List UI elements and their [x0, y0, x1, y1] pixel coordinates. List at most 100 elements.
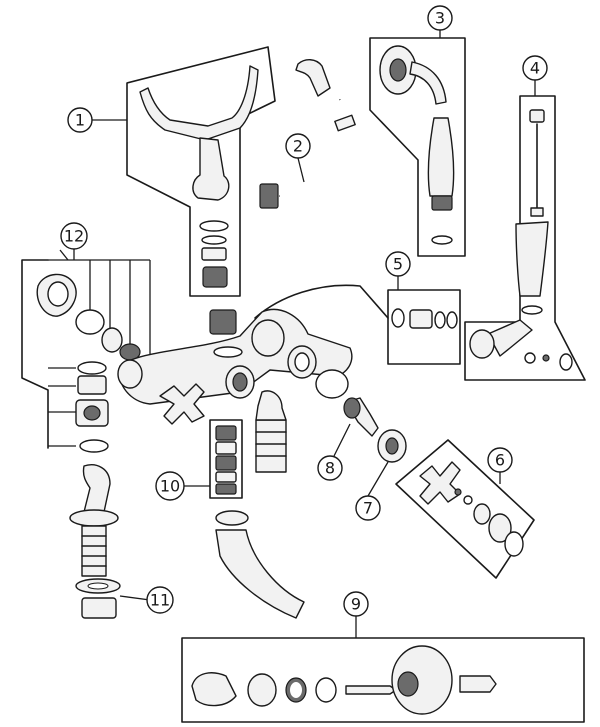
- callout-12-label: 12: [64, 227, 84, 246]
- cartridge-1: [215, 425, 237, 441]
- mixer-right-leg: [255, 419, 287, 473]
- fixing-washer-hole: [87, 582, 109, 590]
- callout-2-label: 2: [293, 137, 303, 156]
- lever-small-ring: [524, 352, 536, 364]
- diverter-group: [254, 284, 461, 365]
- callout-11: 11: [146, 586, 174, 614]
- handset-collar: [431, 195, 453, 211]
- kit-sleeve: [247, 673, 277, 707]
- handle-ring: [463, 495, 473, 505]
- cartridge-5: [215, 483, 237, 495]
- cradle-nut: [201, 247, 227, 261]
- callout-3: 3: [427, 5, 453, 31]
- diverter-ring: [391, 308, 405, 328]
- handle-cap: [504, 531, 524, 557]
- cross-handle-group: [395, 439, 535, 579]
- leader-8: [333, 423, 351, 457]
- diverter-ring-2: [434, 311, 446, 329]
- leg-fixing-group: [75, 578, 121, 619]
- callout-2: 2: [285, 133, 311, 159]
- mixer-top-cartridge: [209, 309, 237, 335]
- lever-pin: [530, 207, 544, 217]
- callout-6: 6: [487, 447, 513, 473]
- cradle-washer: [199, 220, 229, 232]
- cradle-washer-2: [201, 235, 227, 245]
- valve-7-inner: [385, 437, 399, 455]
- frame-4: [464, 95, 586, 381]
- leader-lines: [73, 30, 536, 638]
- leader-7: [367, 461, 389, 497]
- leg-shroud-inner: [47, 281, 69, 307]
- diverter-ring-3: [446, 311, 458, 329]
- hose-group: [259, 59, 368, 209]
- callout-7-label: 7: [363, 499, 373, 518]
- kit-bracket: [191, 672, 237, 707]
- frame-10: [209, 419, 243, 499]
- callout-11-label: 11: [150, 591, 170, 610]
- lever-end-cap: [559, 353, 573, 371]
- callout-10-label: 10: [160, 477, 180, 496]
- mixer-body-group: [117, 308, 353, 619]
- lever-group: [464, 95, 586, 381]
- mixer-left-port: [117, 359, 143, 389]
- spout-collar: [215, 510, 249, 526]
- callout-8: 8: [317, 455, 343, 481]
- kit-wallplug: [459, 675, 497, 693]
- callout-10: 10: [155, 471, 185, 501]
- hose-inner: [279, 99, 368, 198]
- callout-8-label: 8: [325, 459, 335, 478]
- kit-washer: [315, 677, 337, 703]
- cartridge-group: [209, 419, 243, 499]
- handset-body: [427, 117, 455, 197]
- mixer-center-port-inner: [232, 372, 248, 392]
- handset-arm: [409, 61, 447, 105]
- cartridge-4: [215, 471, 237, 483]
- handset-group: [369, 37, 466, 257]
- callout-7: 7: [355, 495, 381, 521]
- kit-screw: [345, 685, 397, 695]
- mixer-right-port-inner: [294, 352, 310, 372]
- hose-elbow: [295, 59, 331, 97]
- leader-11: [119, 595, 151, 601]
- leg-flange: [69, 509, 119, 527]
- leg-washer-3: [79, 439, 109, 453]
- lever-base: [469, 329, 495, 359]
- frame-5: [387, 289, 461, 365]
- wall-flange-inner: [389, 58, 407, 82]
- callout-12: 12: [60, 222, 88, 250]
- lever-handle: [515, 221, 549, 297]
- handle-shroud: [488, 513, 512, 543]
- cradle-nut-base: [202, 266, 228, 288]
- frame-1: [126, 46, 276, 297]
- callout-6-label: 6: [495, 451, 505, 470]
- callout-9-label: 9: [351, 595, 361, 614]
- leg-elbow: [82, 464, 111, 513]
- kit-flange-inner: [397, 671, 419, 697]
- left-leg-group: [21, 249, 151, 577]
- callout-4: 4: [522, 55, 548, 81]
- leg-ring-2: [101, 327, 123, 353]
- handle-bush: [473, 503, 491, 525]
- lever-cap: [529, 109, 545, 123]
- callout-1: 1: [67, 107, 93, 133]
- cradle-part: [139, 65, 259, 141]
- cradle-stem: [192, 137, 230, 201]
- callout-4-label: 4: [530, 59, 540, 78]
- hose-clip: [334, 114, 356, 132]
- frame-12-a: [59, 249, 69, 261]
- callout-9: 9: [343, 591, 369, 617]
- frame-9: [181, 637, 585, 723]
- valve-parts-group: [343, 397, 407, 463]
- lever-small-ball: [542, 354, 550, 362]
- kit-ring-inner: [290, 682, 302, 698]
- lever-elbow: [487, 319, 533, 357]
- cradle-bracket-group: [126, 46, 276, 297]
- handle-screw: [454, 488, 462, 496]
- cartridge-2: [215, 441, 237, 455]
- callout-1-label: 1: [75, 111, 85, 130]
- leg-thread: [81, 525, 107, 577]
- valve-8-head: [343, 397, 361, 419]
- leg-nut-big-inner: [83, 405, 101, 421]
- spout: [215, 529, 305, 619]
